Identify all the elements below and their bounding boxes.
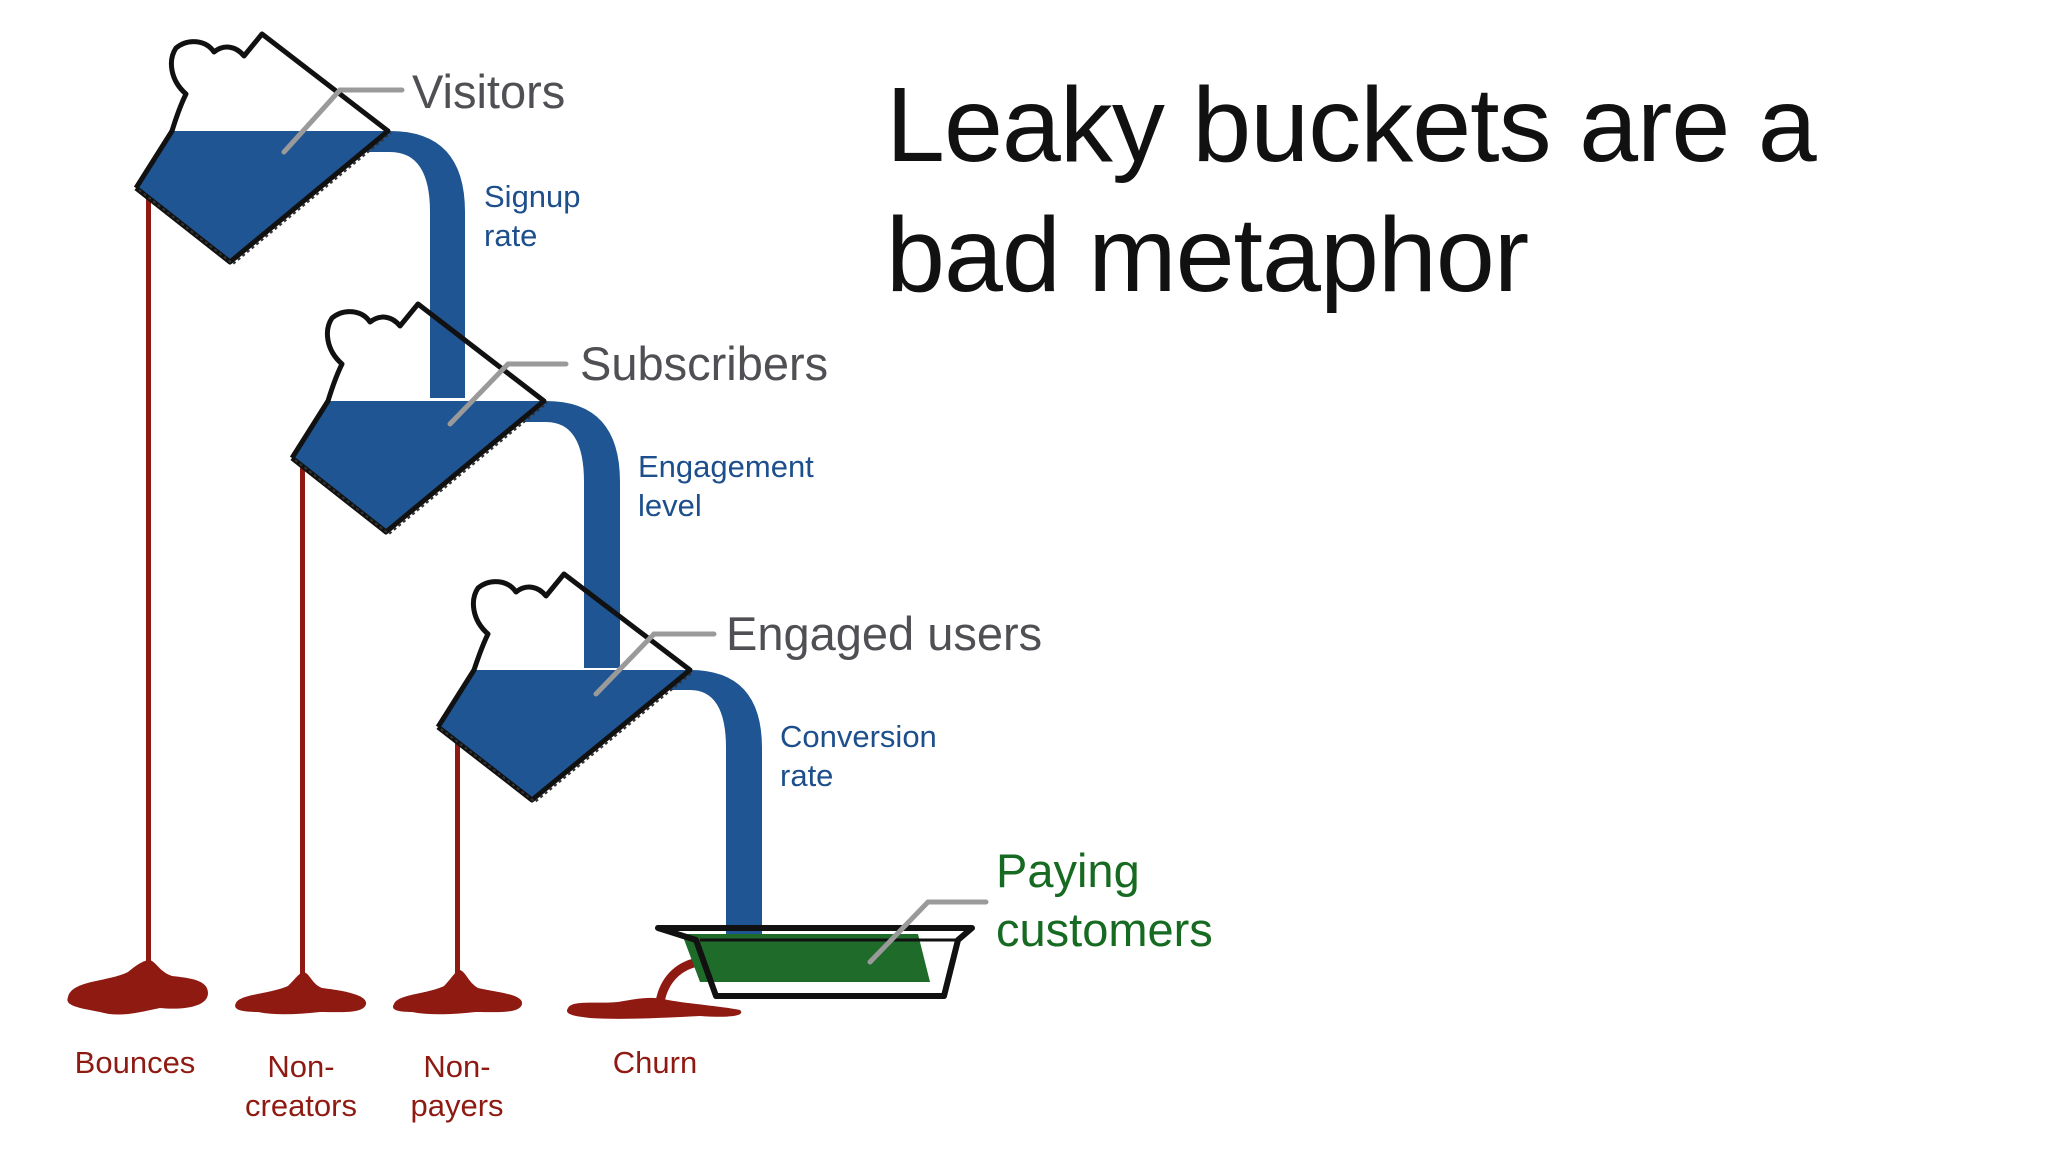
- tray-paying-customers: [655, 925, 975, 999]
- nonpayers-line-1: Non-: [423, 1049, 491, 1084]
- engagement-line-1: Engagement: [638, 449, 814, 484]
- label-noncreators: Non- creators: [230, 1048, 372, 1126]
- pointer-visitors: [281, 87, 405, 155]
- leak-noncreators: [235, 460, 367, 1015]
- label-subscribers: Subscribers: [580, 337, 829, 390]
- bucket-engaged: [435, 571, 694, 804]
- leak-bounces: [67, 190, 208, 1015]
- label-nonpayers: Non- payers: [386, 1048, 528, 1126]
- stream-conversion: [636, 670, 762, 935]
- label-churn: Churn: [612, 1045, 698, 1080]
- bucket-subscribers: [289, 301, 548, 536]
- paying-line-2: customers: [996, 902, 1213, 956]
- conversion-line-2: rate: [780, 757, 834, 793]
- pointer-engaged: [593, 631, 717, 697]
- pointer-subscribers: [447, 361, 569, 427]
- engagement-line-2: level: [638, 487, 702, 523]
- label-paying-customers: Paying customers: [996, 842, 1213, 960]
- label-conversion-rate: Conversion rate: [780, 718, 937, 796]
- pointer-paying: [867, 899, 989, 965]
- noncreators-line-1: Non-: [267, 1049, 335, 1084]
- signup-line-2: rate: [484, 217, 538, 253]
- label-visitors: Visitors: [412, 65, 566, 118]
- paying-line-1: Paying: [996, 844, 1140, 897]
- label-engaged-users: Engaged users: [726, 607, 1043, 660]
- title-line-2: bad metaphor: [886, 196, 1529, 315]
- label-signup-rate: Signup rate: [484, 178, 581, 256]
- label-bounces: Bounces: [74, 1045, 196, 1080]
- title-line-1: Leaky buckets are a: [886, 66, 1817, 184]
- bucket-visitors: [133, 31, 392, 266]
- pointer-lines: [281, 87, 989, 965]
- conversion-line-1: Conversion: [780, 719, 937, 754]
- stream-signup: [332, 131, 465, 398]
- stream-engagement: [490, 401, 620, 668]
- signup-line-1: Signup: [484, 179, 581, 214]
- leak-nonpayers: [392, 726, 523, 1015]
- label-engagement-level: Engagement level: [638, 448, 814, 526]
- nonpayers-line-2: payers: [410, 1087, 504, 1123]
- noncreators-line-2: creators: [245, 1087, 357, 1123]
- slide-title: Leaky buckets are a bad metaphor: [886, 60, 2036, 321]
